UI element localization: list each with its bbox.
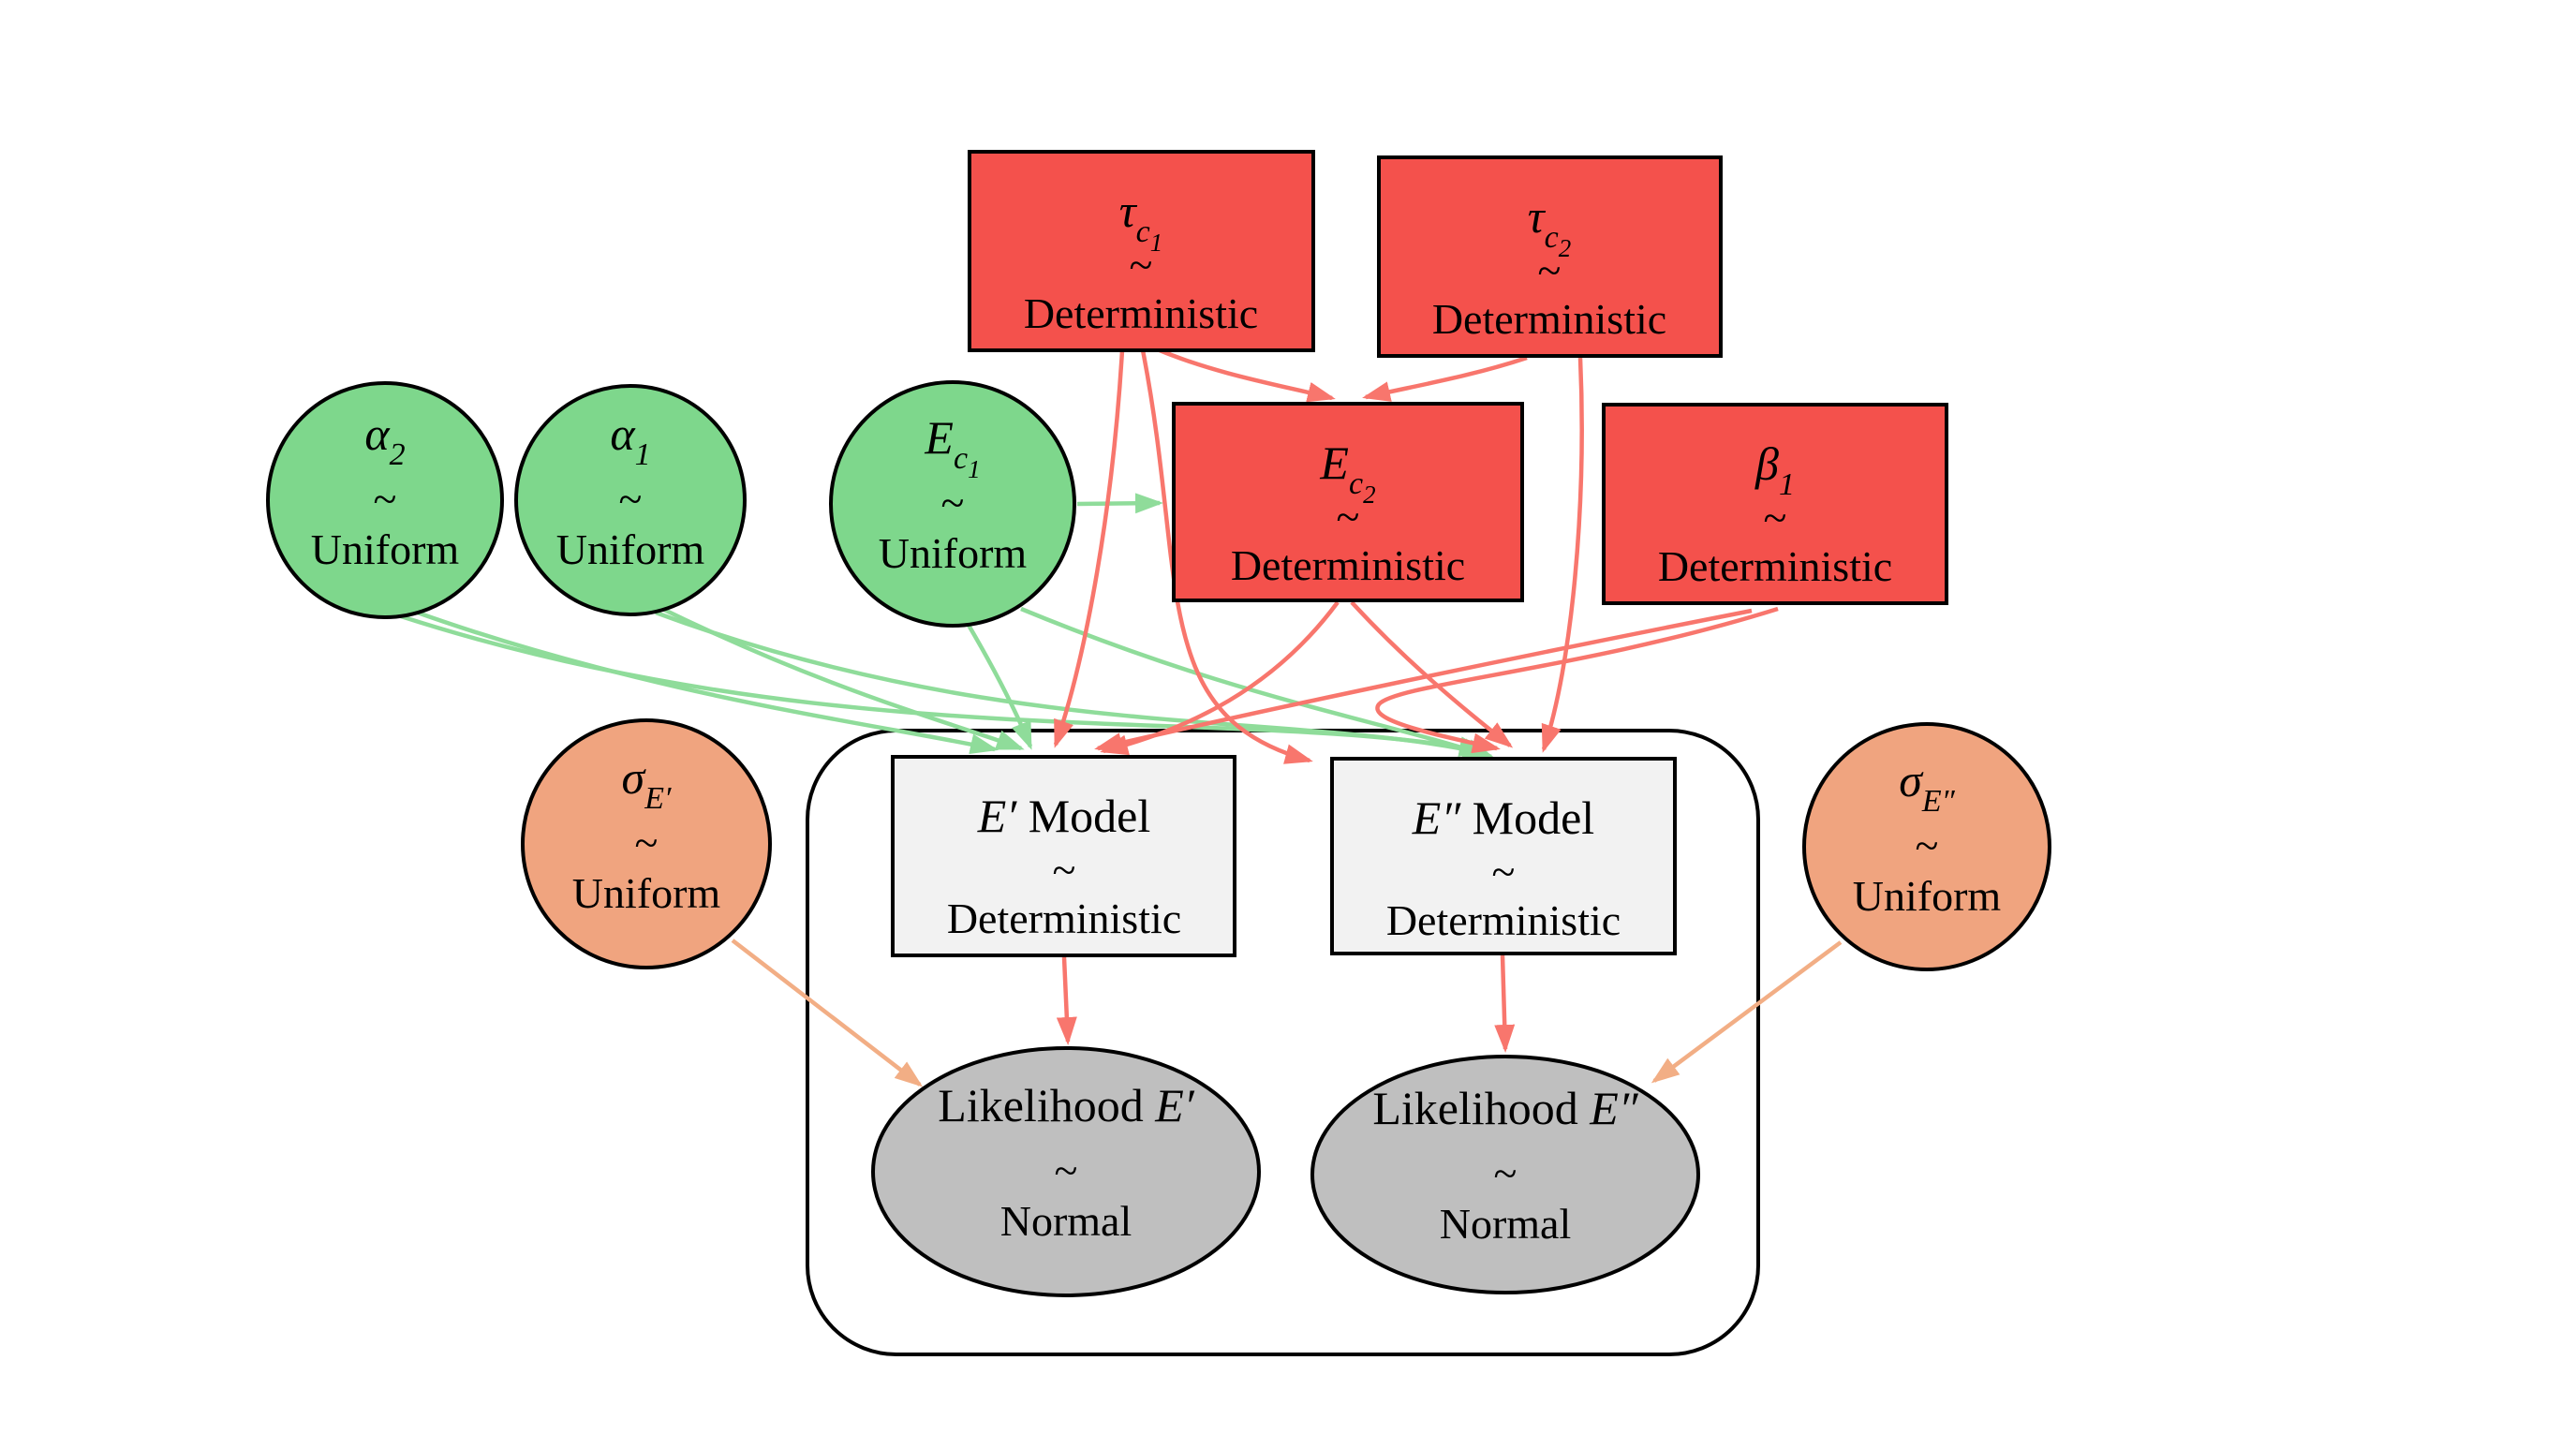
tau-c2-distribution: Deterministic <box>1432 295 1666 343</box>
edge-tau_c2-Epp_model <box>1541 357 1584 753</box>
sigma-E-double-prime-distribution: Uniform <box>1853 872 2002 920</box>
alpha-2-symbol: α2 <box>364 407 405 472</box>
sigma-E-prime-shape <box>521 718 772 969</box>
E-c2-distribution: Deterministic <box>1231 541 1465 589</box>
beta-1-distribution: Deterministic <box>1658 542 1892 590</box>
E-c1-shape <box>829 380 1076 628</box>
tau-c2-relation: ~ <box>1538 246 1562 294</box>
E-c2-shape <box>1172 402 1524 602</box>
tau-c1-distribution: Deterministic <box>1024 289 1258 337</box>
sigma-E-prime-symbol: σE′ <box>622 751 672 816</box>
tau-c2-shape <box>1377 155 1723 358</box>
tau-c1-relation: ~ <box>1130 241 1153 288</box>
edge-tau_c1-E_c2 <box>1159 347 1336 403</box>
likelihood-E-prime-relation: ~ <box>1055 1146 1078 1194</box>
alpha-1-shape <box>514 384 747 616</box>
E-c1-distribution: Uniform <box>879 529 1028 577</box>
edge-E_c1-Epp_model <box>1020 606 1495 760</box>
edge-alpha_1-Ep_model <box>658 604 1025 751</box>
E-double-prime-model-relation: ~ <box>1492 848 1516 895</box>
edge-Ep_model-lik_Ep <box>1056 956 1077 1045</box>
edge-alpha_1-Epp_model <box>655 610 1491 760</box>
node-alpha-2: α2 ~ Uniform <box>266 381 504 619</box>
edge-sigma_Ep-lik_Ep <box>731 939 924 1087</box>
node-sigma-E-prime: σE′ ~ Uniform <box>521 718 772 969</box>
edge-tau_c2-E_c2 <box>1362 355 1528 402</box>
E-prime-model-relation: ~ <box>1053 846 1076 894</box>
E-c1-relation: ~ <box>941 479 965 526</box>
edge-Epp_model-lik_Epp <box>1494 954 1516 1053</box>
node-likelihood-E-double-prime: Likelihood E″ ~ Normal <box>1310 1055 1700 1294</box>
alpha-2-relation: ~ <box>374 475 397 523</box>
tau-c1-symbol: τc1 <box>1119 185 1163 257</box>
beta-1-shape <box>1602 403 1948 605</box>
tau-c2-symbol: τc2 <box>1528 190 1572 262</box>
alpha-1-symbol: α1 <box>610 407 650 472</box>
node-sigma-E-double-prime: σE″ ~ Uniform <box>1802 722 2051 971</box>
sigma-E-prime-distribution: Uniform <box>572 869 721 917</box>
node-E-c2: Ec2 ~ Deterministic <box>1172 402 1524 602</box>
tau-c1-shape <box>968 150 1315 352</box>
beta-1-relation: ~ <box>1764 494 1787 541</box>
E-c1-symbol: Ec1 <box>924 411 980 483</box>
E-prime-model-symbol: E′ Model <box>977 790 1151 842</box>
edge-alpha_2-Ep_model <box>411 608 999 755</box>
E-double-prime-model-distribution: Deterministic <box>1386 896 1621 944</box>
likelihood-E-prime-shape <box>871 1046 1261 1297</box>
edge-tau_c1-Ep_model <box>1053 349 1125 748</box>
node-E-prime-model: E′ Model ~ Deterministic <box>891 755 1236 957</box>
likelihood-E-double-prime-symbol: Likelihood E″ <box>1372 1082 1638 1134</box>
sigma-E-double-prime-relation: ~ <box>1916 821 1939 869</box>
edges-layer <box>400 347 1843 1087</box>
edge-beta_1-Epp_model <box>1375 606 1779 754</box>
edge-E_c1-E_c2 <box>1076 493 1163 514</box>
E-double-prime-model-shape <box>1330 757 1677 955</box>
edge-sigma_Epp-lik_Epp <box>1651 940 1843 1084</box>
node-tau-c1: τc1 ~ Deterministic <box>968 150 1315 352</box>
edge-E_c2-Epp_model <box>1350 600 1514 748</box>
node-beta-1: β1 ~ Deterministic <box>1602 403 1948 605</box>
likelihood-E-double-prime-distribution: Normal <box>1440 1200 1572 1248</box>
sigma-E-prime-relation: ~ <box>635 819 659 866</box>
edge-E_c1-Ep_model <box>965 620 1033 750</box>
alpha-1-relation: ~ <box>619 475 643 523</box>
edge-tau_c1-Epp_model <box>1140 349 1313 764</box>
beta-1-symbol: β1 <box>1754 437 1795 502</box>
E-prime-model-distribution: Deterministic <box>947 895 1181 942</box>
alpha-2-distribution: Uniform <box>311 525 460 573</box>
E-prime-model-shape <box>891 755 1236 957</box>
sigma-E-double-prime-symbol: σE″ <box>1899 754 1955 819</box>
likelihood-E-prime-symbol: Likelihood E′ <box>938 1079 1194 1131</box>
node-alpha-1: α1 ~ Uniform <box>514 384 747 616</box>
node-E-c1: Ec1 ~ Uniform <box>829 380 1076 628</box>
alpha-2-shape <box>266 381 504 619</box>
likelihood-E-double-prime-relation: ~ <box>1494 1149 1517 1197</box>
node-E-double-prime-model: E″ Model ~ Deterministic <box>1330 757 1677 955</box>
E-c2-symbol: Ec2 <box>1319 436 1375 509</box>
likelihood-E-prime-distribution: Normal <box>1000 1197 1133 1245</box>
likelihood-E-double-prime-shape <box>1310 1055 1700 1294</box>
E-double-prime-model-symbol: E″ Model <box>1412 791 1594 844</box>
node-likelihood-E-prime: Likelihood E′ ~ Normal <box>871 1046 1261 1297</box>
node-tau-c2: τc2 ~ Deterministic <box>1377 155 1723 358</box>
alpha-1-distribution: Uniform <box>556 525 705 573</box>
E-c2-relation: ~ <box>1337 493 1360 540</box>
edge-beta_1-Ep_model <box>1094 608 1753 753</box>
sigma-E-double-prime-shape <box>1802 722 2051 971</box>
